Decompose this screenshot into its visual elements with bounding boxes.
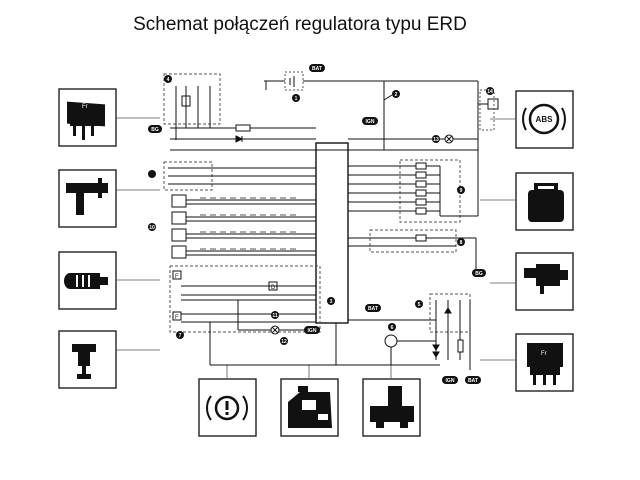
callout-4: 4: [164, 75, 172, 83]
svg-text:BG: BG: [151, 127, 159, 133]
relay-right-component: Fr: [515, 333, 574, 392]
svg-text:IGN: IGN: [308, 328, 317, 334]
callout-8: 8: [457, 238, 465, 246]
fuse-f-label-2: F: [175, 315, 179, 321]
callout-1: 1: [292, 94, 300, 102]
bg-badge-right: BG: [472, 269, 486, 277]
svg-text:9: 9: [460, 188, 463, 194]
ign-badge-middle: IGN: [304, 326, 320, 334]
callout-15: [148, 170, 156, 178]
callout-3: 3: [327, 297, 335, 305]
ecu-block: [315, 142, 349, 324]
svg-text:10: 10: [149, 225, 155, 231]
ign-badge-bottom: IGN: [442, 376, 458, 384]
svg-text:8: 8: [460, 240, 463, 246]
svg-text:BAT: BAT: [368, 306, 378, 312]
svg-text:2: 2: [395, 92, 398, 98]
bat-badge-bottom: BAT: [465, 376, 481, 384]
modulator-icon: [288, 386, 332, 428]
relay-left-component: Fr: [58, 88, 117, 147]
callout-12: 12: [280, 337, 288, 345]
pressure-switch-component: [58, 251, 117, 310]
shield-lines: [200, 197, 300, 250]
ecu-connector-icon: [528, 183, 564, 222]
sensor-right-component: [515, 252, 574, 311]
bat-badge-middle: BAT: [365, 304, 381, 312]
fuse-f-label-1: F: [175, 274, 179, 280]
modulator-component: [280, 378, 339, 437]
abs-lamp-component: ABS: [515, 90, 574, 149]
svg-text:Fr: Fr: [82, 104, 88, 110]
ign-badge-top: IGN: [362, 117, 378, 125]
callout-2: 2: [392, 90, 400, 98]
brake-warning-lamp-icon: [206, 395, 248, 421]
sensor-right-icon: [524, 264, 568, 294]
speed-sensor-component: [58, 169, 117, 228]
speed-sensor-icon: [66, 178, 108, 215]
leader-lines: [116, 117, 516, 379]
relay-icon: Fr: [67, 101, 105, 140]
sensor-wiring-left: [163, 161, 316, 259]
callout-9: 9: [457, 186, 465, 194]
bottom-right-wiring: [348, 293, 471, 370]
svg-text:6: 6: [391, 325, 394, 331]
abs-label: ABS: [536, 115, 554, 124]
svg-text:12: 12: [281, 339, 287, 345]
callout-5: 5: [415, 300, 423, 308]
brake-switch-icon: [72, 344, 96, 379]
callout-13: 13: [432, 135, 440, 143]
svg-text:14: 14: [487, 89, 493, 95]
abs-warning-lamp-icon: ABS: [522, 103, 566, 135]
svg-text:IGN: IGN: [446, 378, 455, 384]
callout-7: 7: [176, 331, 184, 339]
relay-icon: Fr: [527, 343, 563, 385]
brake-switch-component: [58, 330, 117, 389]
callout-11: 11: [271, 311, 279, 319]
callout-6: 6: [388, 323, 396, 331]
callout-10: 10: [148, 223, 156, 231]
svg-text:BG: BG: [475, 271, 483, 277]
ecu-connector-component: [515, 172, 574, 231]
pressure-switch-icon: [64, 273, 108, 289]
svg-text:Fr: Fr: [541, 351, 547, 357]
bg-badge-left: BG: [148, 125, 162, 133]
svg-text:11: 11: [272, 313, 278, 319]
svg-text:1: 1: [295, 96, 298, 102]
bottom-left-wiring: [169, 265, 440, 366]
top-wiring: [163, 71, 499, 151]
svg-text:3: 3: [330, 299, 333, 305]
svg-text:13: 13: [433, 137, 439, 143]
svg-text:4: 4: [167, 77, 170, 83]
motor-pump-icon: [370, 386, 414, 428]
bat-badge-top: BAT: [309, 64, 325, 72]
svg-text:BAT: BAT: [312, 66, 322, 72]
svg-text:IGN: IGN: [366, 119, 375, 125]
fuse-d-label: D: [271, 285, 276, 291]
motor-pump-component: [362, 378, 421, 437]
svg-text:BAT: BAT: [468, 378, 478, 384]
svg-text:7: 7: [179, 333, 182, 339]
diagram-title: Schemat połączeń regulatora typu ERD: [133, 14, 467, 35]
brake-warning-component: [198, 378, 257, 437]
valve-wiring-right: [348, 150, 479, 270]
svg-text:5: 5: [418, 302, 421, 308]
callout-14: 14: [486, 87, 494, 95]
